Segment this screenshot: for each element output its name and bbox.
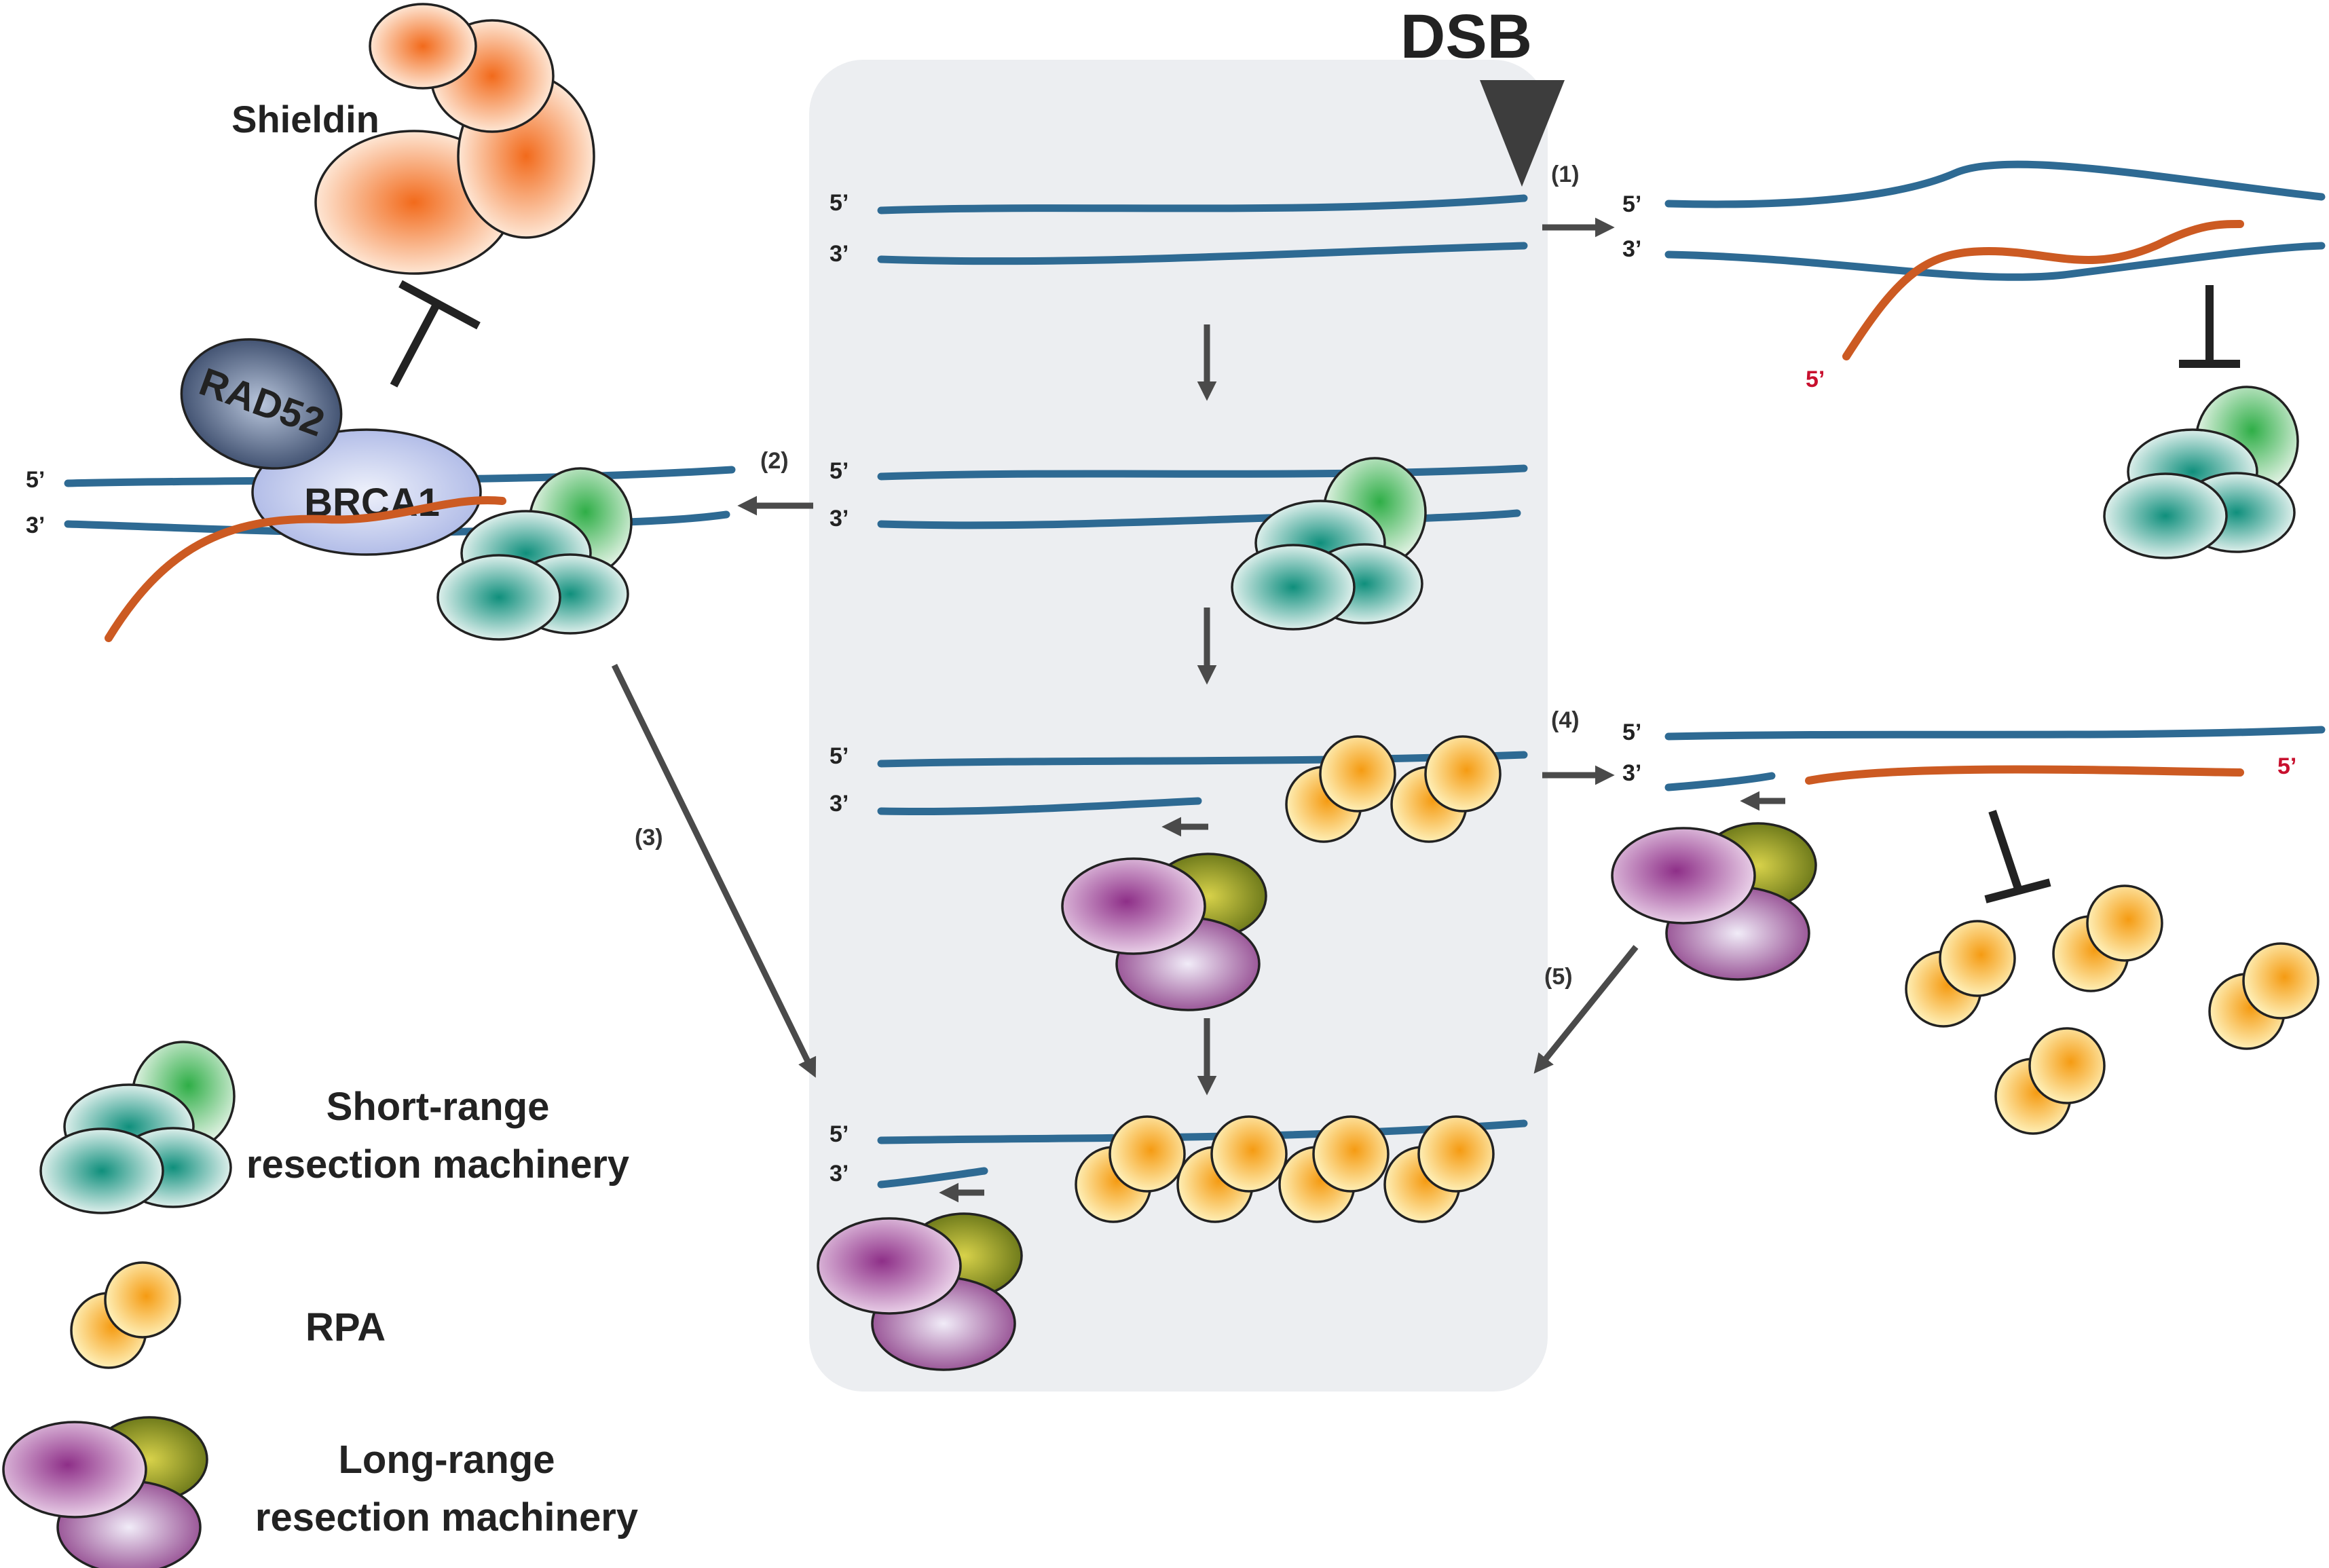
center-dna-top-2 (877, 464, 1528, 481)
center-3-label-1: 3’ (830, 241, 849, 267)
center-5-label-1: 5’ (830, 190, 849, 216)
legend-long-range-icon (2, 1416, 208, 1568)
dsb-arrowhead-icon (1480, 80, 1565, 187)
right-inhibition-icon-1 (2179, 285, 2240, 368)
legend-rpa-icon (70, 1261, 181, 1369)
center-dna-bottom-2 (877, 513, 1294, 529)
center-dna-bottom-3 (877, 797, 1202, 816)
rad52-protein (180, 338, 343, 470)
left-3-label: 3’ (26, 512, 45, 538)
center-dna-top-1 (877, 194, 1528, 214)
center-dna-top-3 (877, 751, 1528, 768)
dsb-title: DSB (1400, 2, 1532, 71)
right4-long-range-complex (1611, 822, 1817, 981)
center-5-label-4: 5’ (830, 1121, 849, 1147)
center-dna-bottom-4 (877, 1167, 988, 1189)
right-rna-5-label: 5’ (1806, 367, 1825, 392)
shieldin-label: Shieldin (231, 98, 379, 141)
right-3-label: 3’ (1622, 236, 1641, 262)
center-dna-bottom-1 (877, 242, 1528, 265)
left-5-label: 5’ (26, 467, 45, 493)
right-5-label: 5’ (1622, 191, 1641, 217)
right-free-rpa-2 (2052, 884, 2163, 992)
center-3-label-2: 3’ (830, 506, 849, 531)
legend-rpa-label: RPA (305, 1305, 386, 1349)
center-dna-top-4 (877, 1119, 1528, 1144)
right4-dna-bottom (1664, 772, 1776, 791)
step-label-4: (4) (1551, 707, 1580, 733)
center-3-label-3: 3’ (830, 791, 849, 817)
central-panel (809, 60, 1548, 1392)
step-label-5: (5) (1544, 964, 1573, 990)
right4-3-label: 3’ (1622, 760, 1641, 786)
legend: Short-range resection machinery RPA Long… (2, 1041, 638, 1568)
step-label-1: (1) (1551, 162, 1580, 187)
right4-rna-5-label: 5’ (2277, 753, 2296, 779)
branch-arrow-5 (1533, 945, 1639, 1074)
legend-long-range-line2: resection machinery (255, 1495, 638, 1539)
center-5-label-2: 5’ (830, 458, 849, 484)
right-free-rpa-3 (2208, 942, 2319, 1050)
step-label-3: (3) (635, 825, 663, 851)
right-free-rpa-4 (1994, 1027, 2106, 1135)
legend-long-range-line1: Long-range (339, 1438, 555, 1482)
step-label-2: (2) (760, 448, 789, 474)
right-rna-strand (1842, 220, 2244, 360)
right-short-range-complex (2103, 386, 2299, 559)
left-rna-strand (105, 496, 506, 642)
right4-dna-top (1664, 726, 2326, 741)
legend-short-range-icon (39, 1041, 236, 1214)
right-dna-bottom (1664, 242, 2326, 281)
right4-5-label: 5’ (1622, 720, 1641, 745)
right4-rna-strand (1805, 765, 2244, 785)
branch-arrow-3 (611, 664, 817, 1078)
right-inhibition-icon-2 (1984, 810, 2051, 903)
right-dna-top (1664, 160, 2326, 208)
center-3-label-4: 3’ (830, 1161, 849, 1187)
right-free-rpa-1 (1905, 920, 2016, 1028)
legend-short-range-line1: Short-range (327, 1085, 550, 1129)
shieldin-inhibition-icon (390, 280, 481, 388)
center-5-label-3: 5’ (830, 743, 849, 769)
shieldin-complex (314, 3, 595, 275)
legend-short-range-line2: resection machinery (246, 1142, 629, 1187)
